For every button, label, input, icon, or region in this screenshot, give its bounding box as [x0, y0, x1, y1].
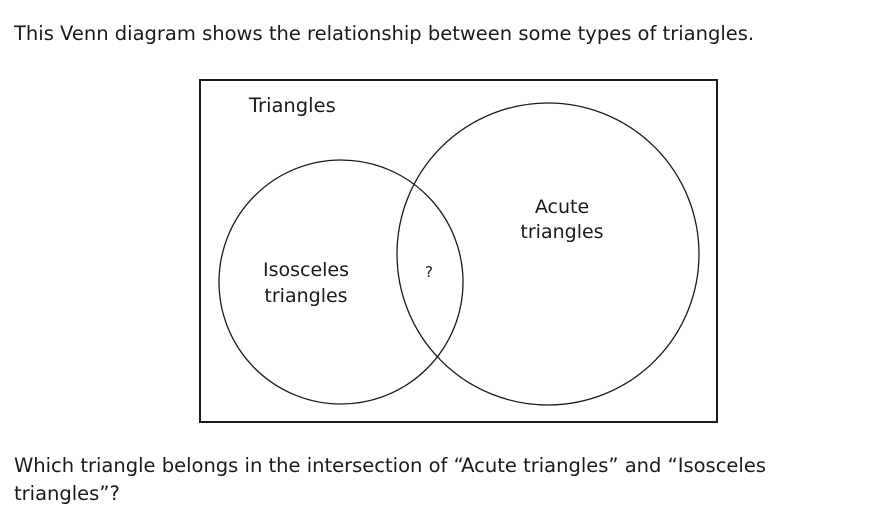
question-line-1: Which triangle belongs in the intersecti… — [14, 454, 766, 477]
intersection-label: ? — [425, 263, 433, 281]
acute-label-line2: triangles — [520, 221, 603, 243]
question-line-2: triangles”? — [14, 482, 120, 505]
universe-label: Triangles — [248, 94, 336, 117]
isosceles-label-line1: Isosceles — [263, 259, 349, 281]
universe-box — [199, 79, 718, 423]
isosceles-label-line2: triangles — [264, 285, 347, 307]
intro-text: This Venn diagram shows the relationship… — [14, 22, 755, 45]
acute-label-line1: Acute — [535, 196, 589, 218]
acute-circle — [396, 102, 700, 406]
question-text: Which triangle belongs in the intersecti… — [14, 452, 854, 508]
isosceles-circle — [218, 159, 464, 405]
